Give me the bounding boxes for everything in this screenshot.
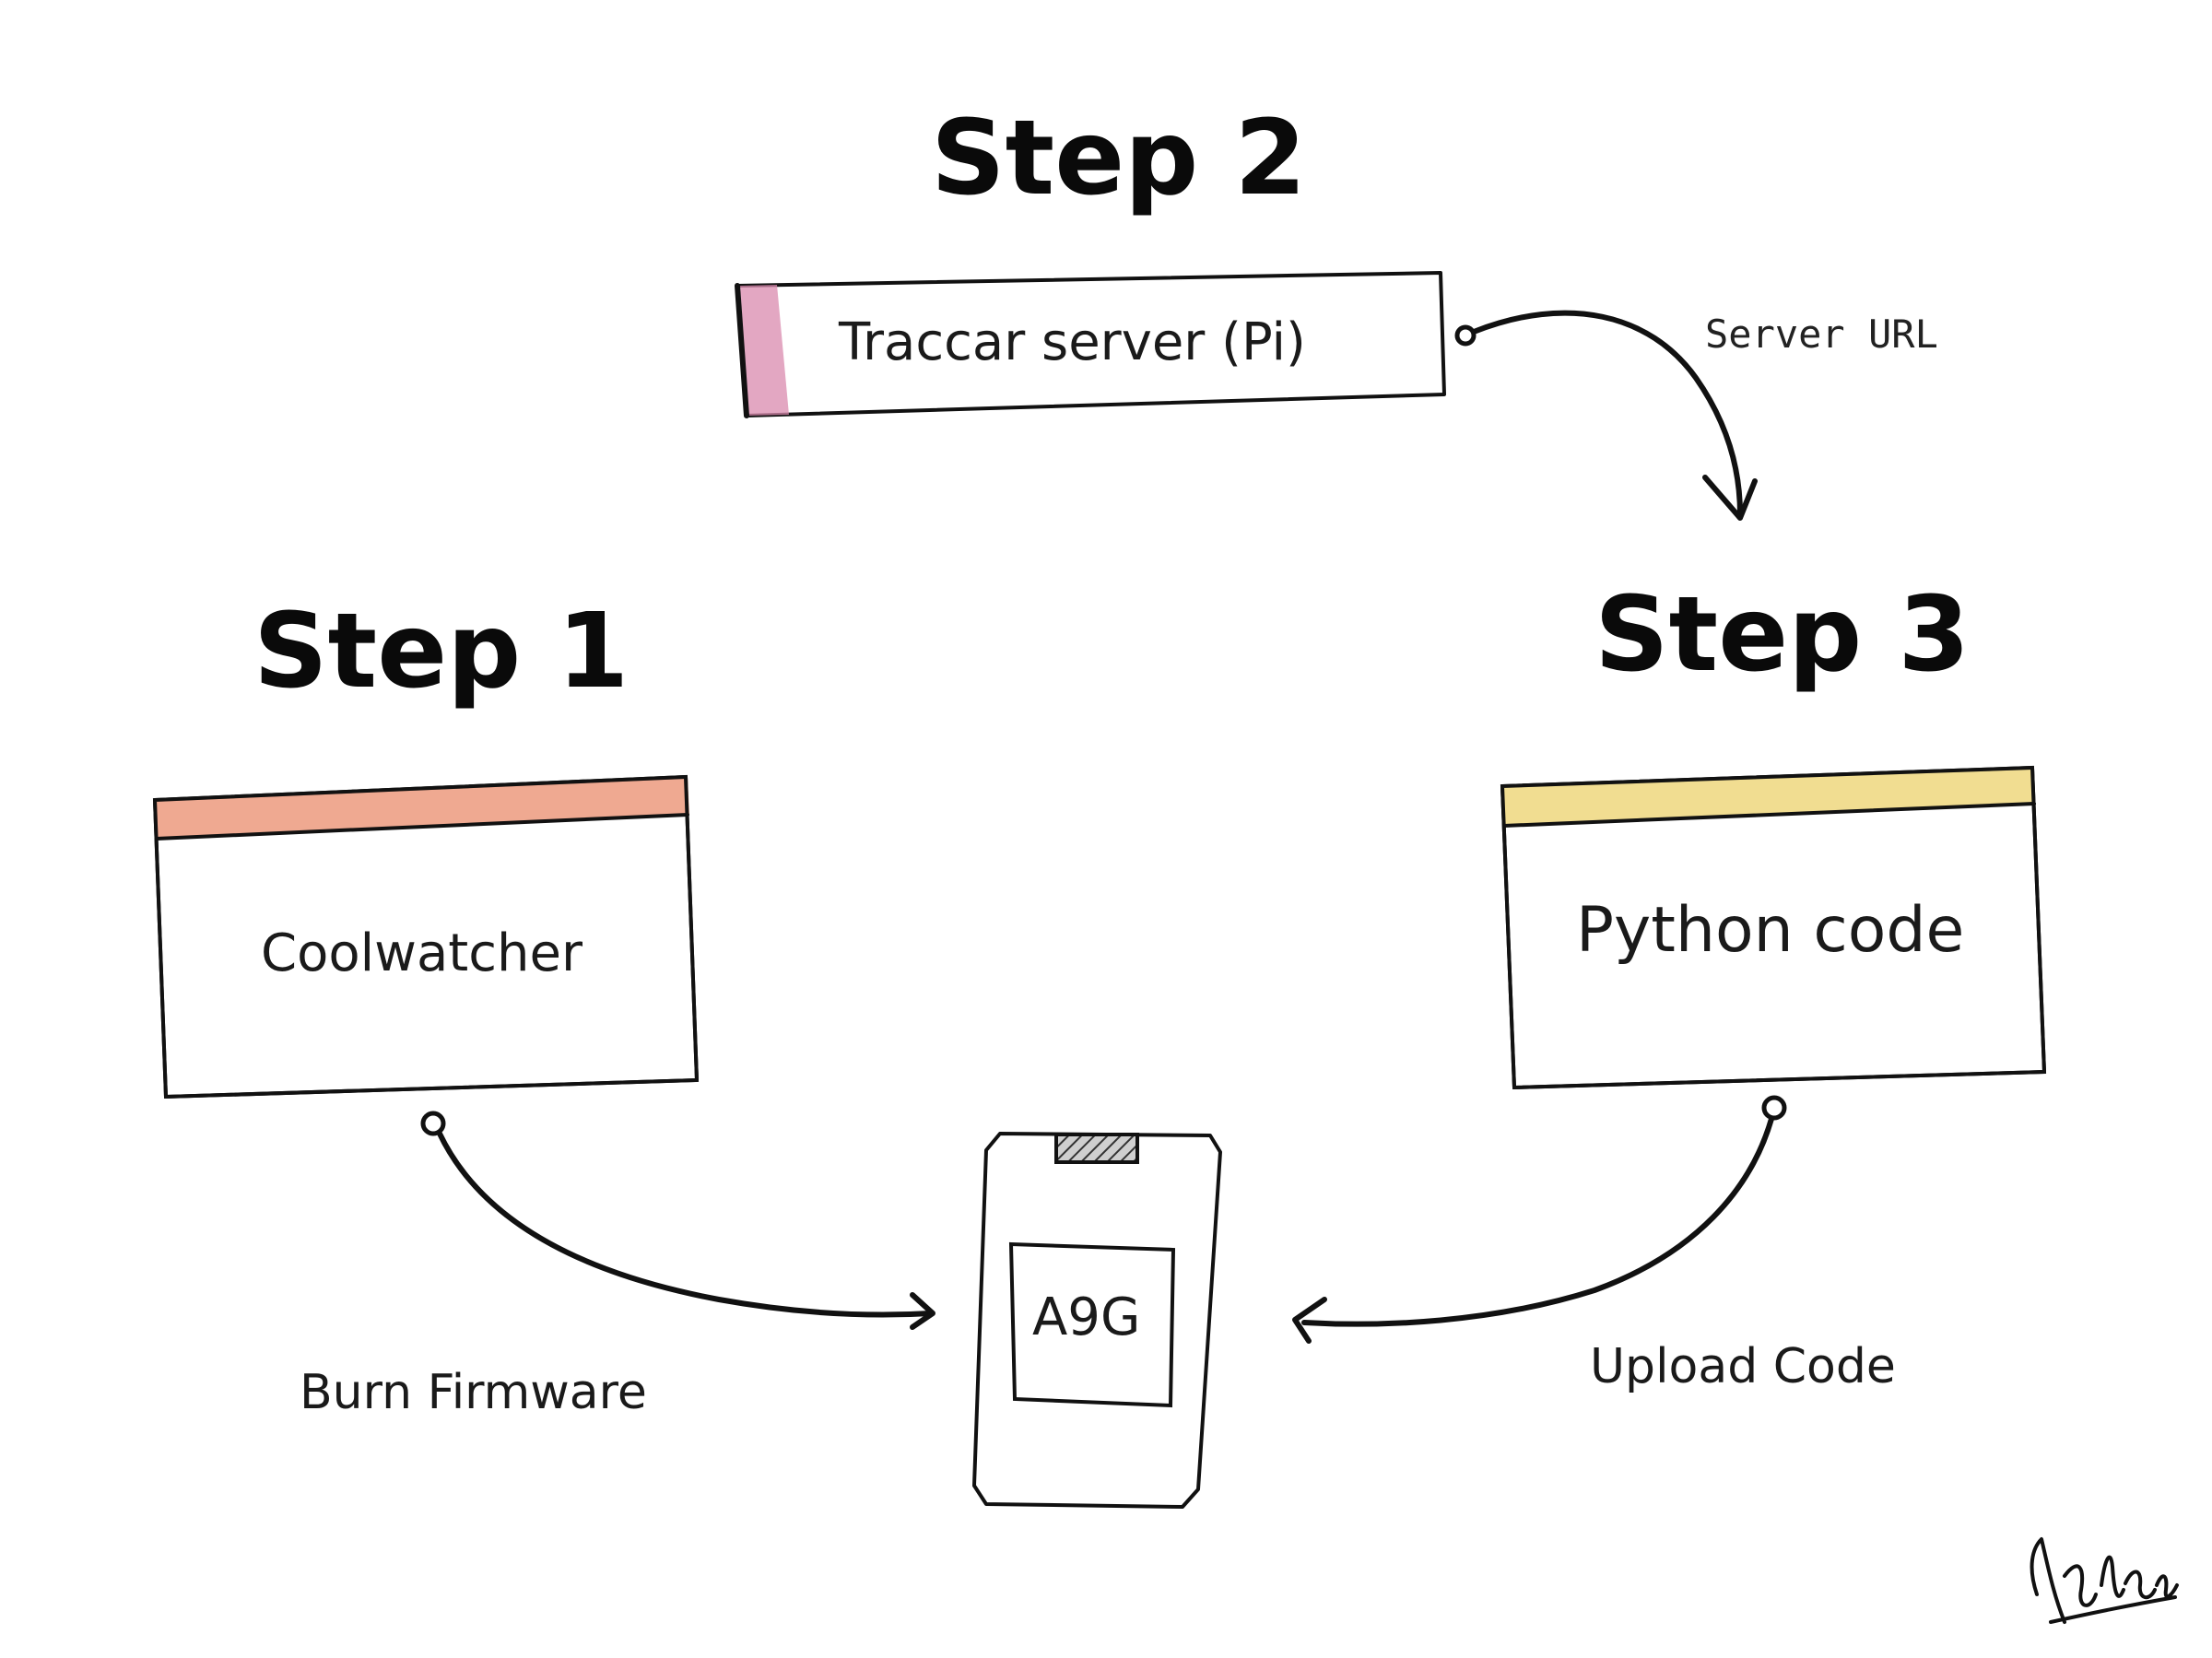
step-2-title: Step 2 bbox=[931, 99, 1306, 218]
a9g-label: A9G bbox=[1032, 1288, 1140, 1347]
traccar-server-box: Traccar server (Pi) bbox=[735, 271, 1446, 418]
step-3-title: Step 3 bbox=[1594, 575, 1970, 695]
server-url-arrow bbox=[1454, 310, 1758, 521]
upload-code-label: Upload Code bbox=[1590, 1339, 1896, 1394]
python-code-label: Python code bbox=[1576, 894, 1964, 967]
a9g-device: A9G bbox=[972, 1132, 1222, 1509]
burn-firmware-label: Burn Firmware bbox=[300, 1365, 647, 1420]
signature bbox=[2030, 1537, 2179, 1624]
coolwatcher-box: Coolwatcher bbox=[152, 774, 700, 1099]
server-url-label: Server URL bbox=[1705, 312, 1938, 357]
traccar-server-label: Traccar server (Pi) bbox=[838, 312, 1306, 372]
step-1-title: Step 1 bbox=[253, 592, 629, 711]
coolwatcher-accent-strip bbox=[153, 777, 689, 839]
upload-code-arrow bbox=[1292, 1095, 1787, 1344]
antenna-connector bbox=[1054, 1133, 1139, 1164]
coolwatcher-label: Coolwatcher bbox=[261, 923, 583, 983]
traccar-accent-strip bbox=[740, 285, 789, 416]
burn-firmware-arrow bbox=[420, 1111, 935, 1330]
a9g-chip bbox=[1008, 1241, 1176, 1408]
python-code-box: Python code bbox=[1500, 765, 2047, 1090]
